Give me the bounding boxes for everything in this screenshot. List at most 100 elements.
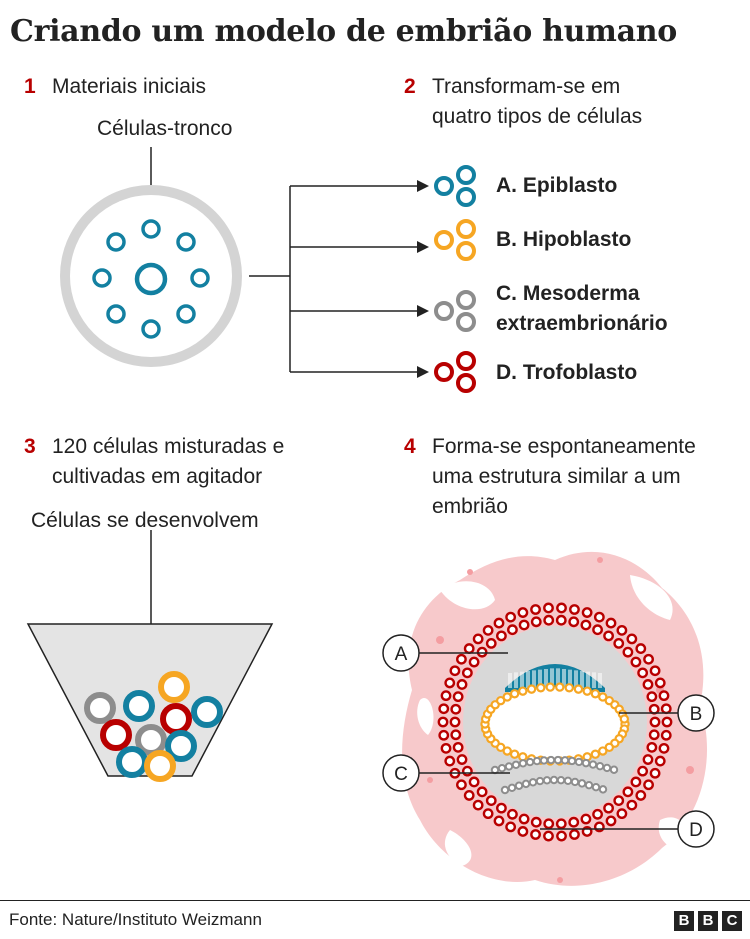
hypoblast-cell [502, 746, 512, 756]
epiblast-cell [532, 670, 536, 688]
mesoderm-cell [563, 776, 573, 786]
mesoderm-cell [500, 785, 510, 795]
trophoblast-cell [581, 607, 593, 618]
trophoblast-cell [660, 729, 672, 741]
stem-cell [176, 232, 196, 252]
cell-type-label-hypoblast: B. Hipoblasto [496, 228, 632, 251]
callout-c: C [394, 764, 408, 785]
trophoblast-cell [642, 679, 654, 690]
footer-divider [0, 900, 750, 901]
trophoblast-cell [616, 624, 628, 636]
mesoderm-cell [588, 760, 598, 769]
stem-cell [141, 319, 161, 339]
hypoblast-cell [582, 686, 592, 696]
cell-type-icon [456, 351, 476, 371]
trophoblast-cell [463, 643, 475, 654]
mesoderm-cell [584, 780, 594, 790]
cell-type-label-mesoderm: C. Mesoderma extraembrionário [496, 282, 668, 335]
bbc-logo: B B C [674, 911, 742, 931]
trophoblast-cell [580, 619, 592, 631]
mesoderm-cell [598, 785, 608, 794]
tissue-dot [597, 557, 603, 563]
tissue-dot [686, 766, 694, 774]
stem-cell [141, 219, 161, 239]
epiblast-cell [544, 669, 548, 688]
trophoblast-cell [556, 830, 567, 842]
epiblast-cell [550, 668, 554, 688]
trophoblast-cell [643, 779, 654, 791]
trophoblast-cell [468, 776, 480, 788]
trophoblast-cell [456, 779, 467, 791]
trophoblast-cell [444, 677, 456, 689]
mesoderm-cell [532, 756, 542, 766]
hypoblast-cell [518, 686, 528, 696]
hypoblast-cell [590, 689, 601, 699]
callout-lines [419, 652, 678, 830]
epiblast-cell [598, 673, 602, 688]
cell-type-icon [456, 219, 476, 239]
trophoblast-cell [476, 786, 488, 798]
cell-type-icons [434, 165, 476, 393]
epiblast-cell [514, 672, 518, 688]
step-1: 1 Materiais iniciais [24, 72, 354, 102]
trophoblast-cell [485, 795, 497, 806]
trophoblast-cell [635, 643, 647, 654]
stem-cell-large [134, 262, 168, 296]
cells-develop-label: Células se desenvolvem [31, 509, 259, 532]
cell-type-icon [434, 176, 454, 196]
epiblast-cell [538, 669, 542, 688]
trophoblast-cell [485, 638, 497, 649]
trophoblast-cell [646, 691, 658, 703]
callout-a: A [395, 644, 408, 665]
trophoblast-cell [613, 795, 625, 806]
trophoblast-cell [440, 742, 452, 754]
stem-cell [190, 268, 210, 288]
cup-cell [160, 703, 192, 735]
trophoblast-cell [613, 638, 625, 649]
tissue-hole [440, 581, 495, 610]
trophoblast-cell [555, 614, 567, 626]
trophoblast-cell [456, 653, 467, 665]
mesoderm-cell [518, 759, 528, 768]
tissue-dot [436, 636, 444, 644]
trophoblast-cell [517, 826, 529, 837]
trophoblast-cell [482, 624, 494, 636]
trophoblast-cell [438, 729, 450, 741]
cup-cell [135, 724, 167, 756]
stem-cell [92, 268, 112, 288]
cell-type-label-epiblast: A. Epiblasto [496, 174, 618, 197]
trophoblast-cell [642, 754, 654, 765]
step-number: 2 [404, 75, 416, 98]
embryo-structure [402, 551, 708, 886]
cell-type-icon [434, 362, 454, 382]
cell-type-icon [456, 165, 476, 185]
mesoderm-cell [556, 775, 566, 785]
trophoblast-cell [472, 799, 484, 811]
trophoblast-cell [630, 776, 642, 788]
trophoblast-cell [616, 808, 628, 820]
mesoderm-cell [539, 756, 549, 765]
trophoblast-cell [476, 646, 488, 658]
trophoblast-cell [568, 616, 580, 628]
trophoblast-cell [530, 604, 541, 615]
trophoblast-cell [496, 802, 507, 814]
trophoblast-cell [605, 815, 617, 827]
epiblast-cell [562, 669, 566, 688]
step-text: Transformam-se em quatro tipos de célula… [432, 75, 643, 128]
mesoderm-cell [567, 756, 577, 766]
cup-cell [100, 719, 132, 751]
trophoblast-cell [622, 646, 634, 658]
trophoblast-cell [518, 619, 530, 631]
trophoblast-cell [630, 656, 642, 668]
mesoderm-cell [542, 776, 552, 785]
trophoblast-cell [507, 808, 518, 820]
trophoblast-cell [530, 816, 542, 828]
trophoblast-cell [449, 716, 461, 728]
stem-cell [106, 232, 126, 252]
cell-type-label-trophoblast: D. Trofoblasto [496, 361, 638, 384]
page-title: Criando um modelo de embrião humano [10, 14, 677, 49]
trophoblast-cell [660, 703, 672, 715]
trophoblast-cell [543, 818, 555, 830]
trophoblast-cell [648, 729, 660, 741]
tissue-dot [467, 569, 473, 575]
